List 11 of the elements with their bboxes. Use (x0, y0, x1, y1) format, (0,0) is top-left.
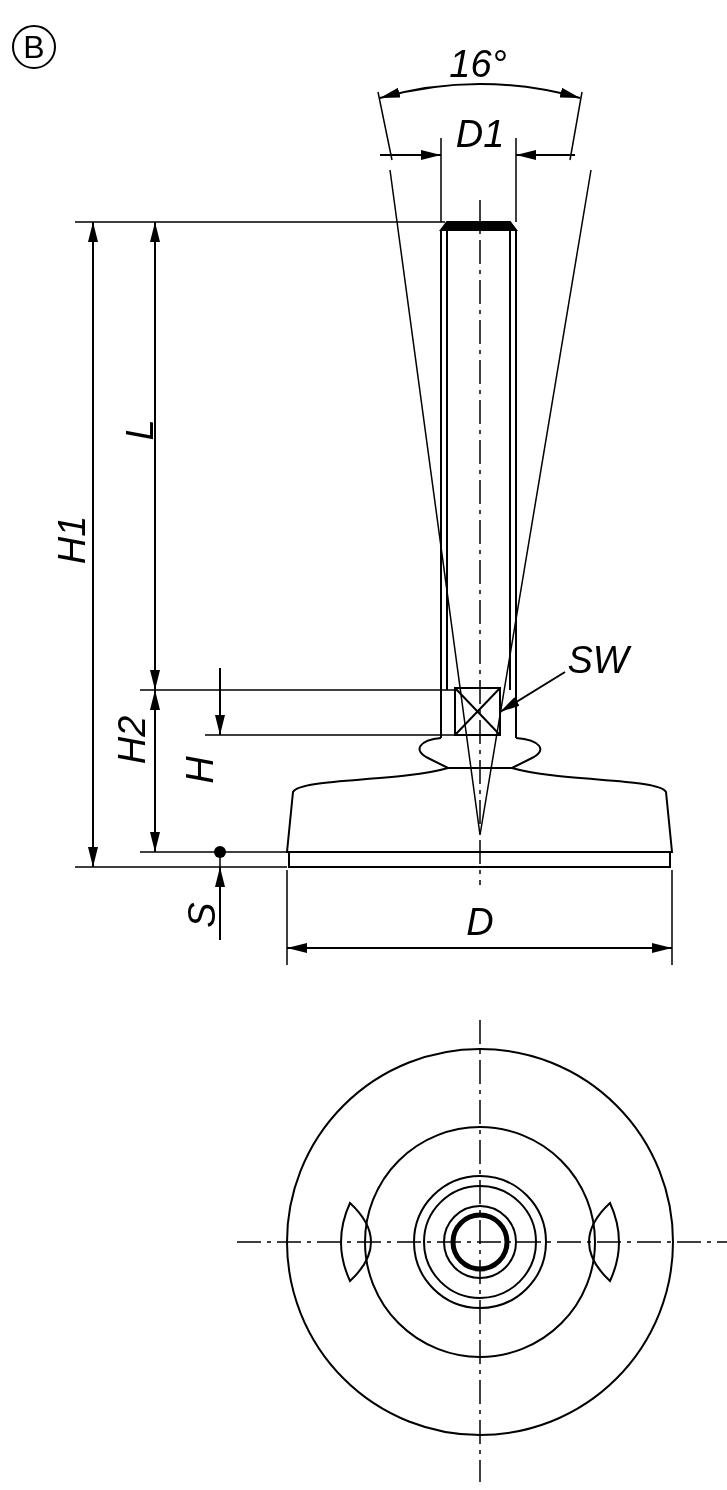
view-marker: B (12, 25, 56, 69)
dimension-label: L (121, 419, 159, 441)
dimension-label: D (466, 903, 494, 941)
dimension-label: S (183, 902, 221, 928)
dimension-label: 16° (449, 45, 507, 83)
dimension-label: H (181, 756, 219, 784)
wrench-flat (454, 687, 501, 736)
leader-line (499, 671, 566, 713)
dimension-label: H2 (113, 715, 151, 765)
dimension-label: H1 (53, 515, 91, 565)
dimension-label: D1 (455, 115, 505, 153)
